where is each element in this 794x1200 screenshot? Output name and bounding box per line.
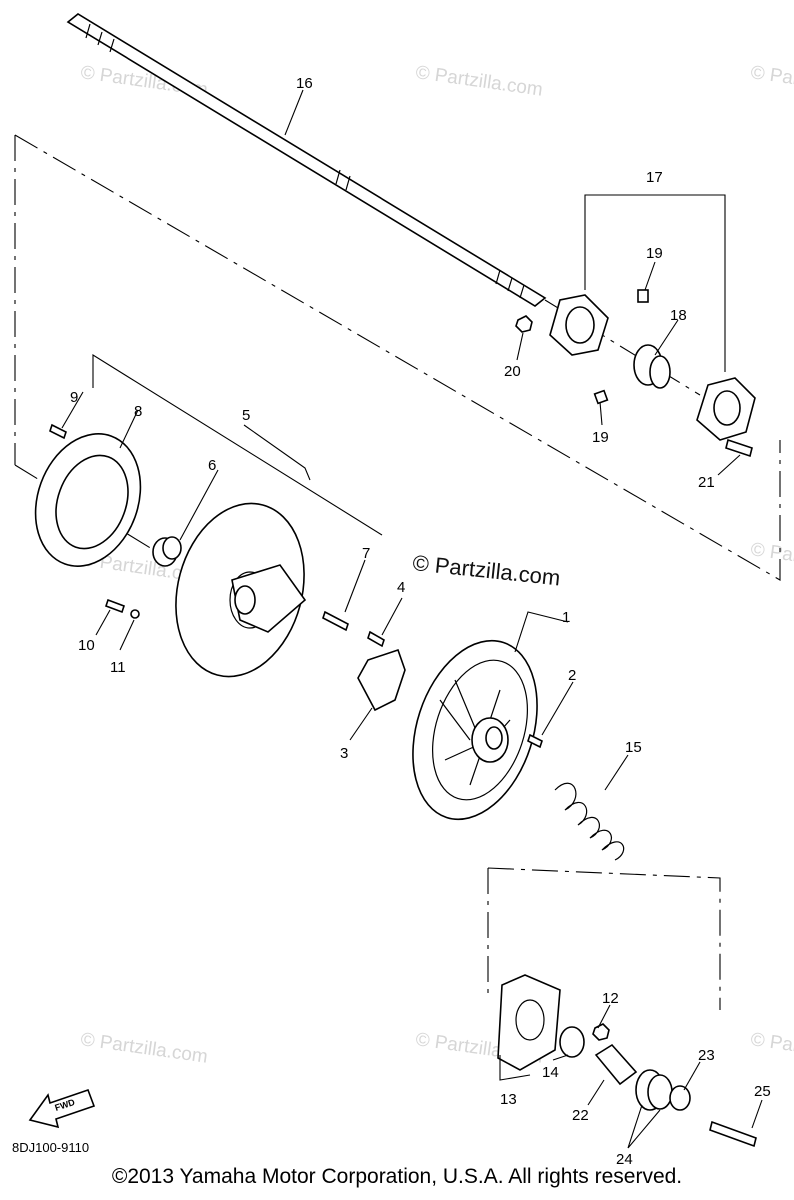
callout-label: 4 <box>397 579 405 596</box>
leader-lines <box>61 89 763 1149</box>
copyright-notice: ©2013 Yamaha Motor Corporation, U.S.A. A… <box>111 1165 683 1188</box>
callout-label: 23 <box>698 1047 715 1064</box>
nut <box>592 1023 610 1041</box>
callout-label: 2 <box>568 667 576 684</box>
callout-label: 25 <box>754 1083 771 1100</box>
callout-label: 17 <box>646 169 663 186</box>
callout-label: 9 <box>70 389 78 406</box>
watermark-main: © Partzilla.com <box>411 550 561 590</box>
bolt <box>49 423 67 440</box>
watermark: © Partzilla.com <box>79 1029 209 1068</box>
bolt <box>725 438 753 458</box>
collar <box>152 536 182 567</box>
callout-label: 18 <box>670 307 687 324</box>
bearing-housing-left <box>549 294 609 356</box>
movable-sheave <box>412 639 538 821</box>
bushing <box>559 1026 585 1058</box>
callout-label: 3 <box>340 745 348 762</box>
callout-label: 10 <box>78 637 95 654</box>
sleeve <box>594 1043 638 1086</box>
callout-label: 7 <box>362 545 370 562</box>
nut <box>515 315 533 333</box>
callout-label: 8 <box>134 403 142 420</box>
watermark: © Partzilla.com <box>414 62 544 101</box>
bearing <box>633 344 671 389</box>
watermark: © Partzilla.com <box>749 539 794 578</box>
bolt <box>527 733 543 749</box>
bolt <box>104 598 126 614</box>
callout-label: 22 <box>572 1107 589 1124</box>
bolt <box>709 1120 757 1148</box>
callout-label: 20 <box>504 363 521 380</box>
shaft <box>66 13 547 307</box>
washer <box>669 1085 691 1111</box>
callout-label: 14 <box>542 1064 559 1081</box>
bearing-housing-right <box>696 377 756 441</box>
roller <box>647 1074 673 1110</box>
set-screw <box>637 289 649 303</box>
stud <box>322 610 349 632</box>
callout-label: 19 <box>592 429 609 446</box>
bolt <box>367 630 385 648</box>
washer <box>130 609 140 619</box>
set-screw <box>593 389 609 405</box>
callout-label: 6 <box>208 457 216 474</box>
fixed-sheave <box>175 502 307 678</box>
callout-label: 13 <box>500 1091 517 1108</box>
callout-label: 21 <box>698 474 715 491</box>
watermark: © Partzilla.com <box>749 1029 794 1068</box>
callout-label: 5 <box>242 407 250 424</box>
callout-label: 1 <box>562 609 570 626</box>
ramp-outline <box>487 867 721 1010</box>
shaft-axis <box>544 299 701 396</box>
callout-label: 19 <box>646 245 663 262</box>
fwd-arrow-icon: FWD <box>28 1088 96 1129</box>
diagram-code: 8DJ100-9110 <box>12 1140 90 1155</box>
watermark: © Partzilla.com <box>749 62 794 101</box>
gasket-plate <box>357 648 406 712</box>
callout-label: 24 <box>616 1151 633 1168</box>
callout-numbers: 16 17 19 18 20 19 21 9 8 5 6 7 10 11 4 1… <box>70 75 771 1168</box>
callout-label: 11 <box>110 659 126 676</box>
spring <box>554 782 625 861</box>
callout-label: 16 <box>296 75 313 92</box>
ramp-cover <box>497 974 561 1071</box>
callout-label: 12 <box>602 990 619 1007</box>
plate <box>34 433 142 567</box>
callout-label: 15 <box>625 739 642 756</box>
